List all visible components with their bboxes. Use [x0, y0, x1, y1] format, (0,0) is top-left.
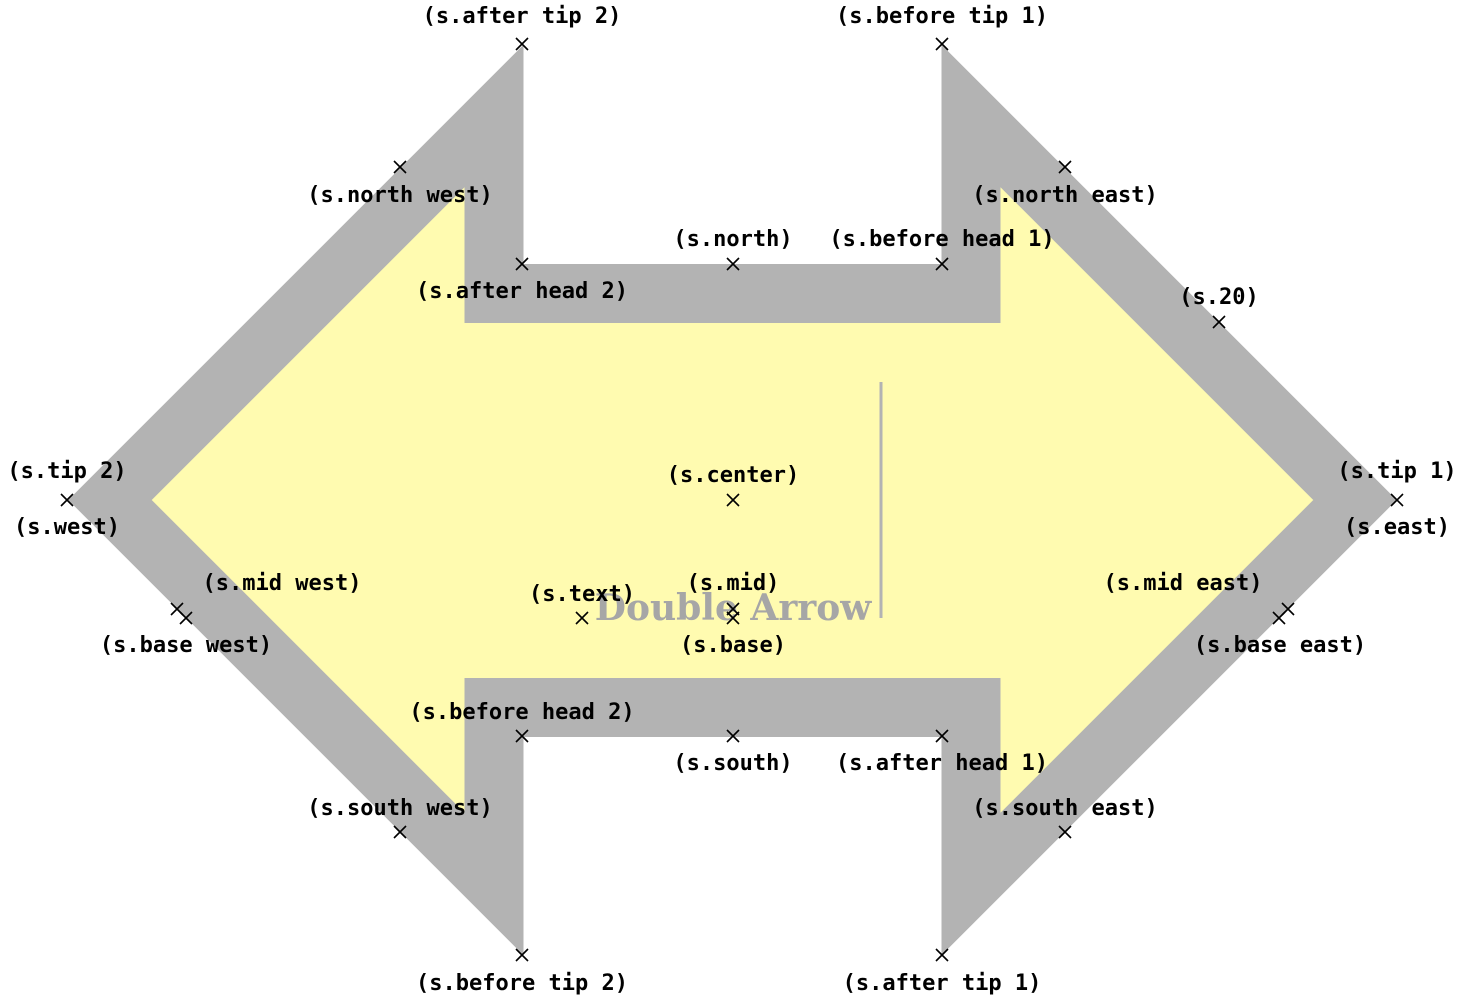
marker-before-head-2: [515, 729, 529, 743]
label-after-head-2: (s.after head 2): [416, 279, 628, 304]
label-before-tip-2: (s.before tip 2): [416, 971, 628, 996]
marker-after-tip-2: [515, 37, 529, 51]
label-east: (s.east): [1344, 515, 1450, 540]
label-north-west: (s.north west): [307, 183, 492, 208]
label-tip-2: (s.tip 2): [7, 459, 126, 484]
label-angle-20: (s.20): [1179, 285, 1258, 310]
label-mid-west: (s.mid west): [203, 571, 362, 596]
marker-after-head-1: [935, 729, 949, 743]
label-after-tip-1: (s.after tip 1): [843, 971, 1042, 996]
marker-south-east: [1058, 825, 1072, 839]
label-south: (s.south): [673, 751, 792, 776]
label-before-tip-1: (s.before tip 1): [836, 4, 1048, 29]
marker-after-tip-1: [935, 948, 949, 962]
marker-before-head-1: [935, 257, 949, 271]
label-base-east: (s.base east): [1194, 633, 1366, 658]
label-tip-1: (s.tip 1): [1337, 459, 1456, 484]
label-mid: (s.mid): [687, 571, 780, 596]
label-north: (s.north): [673, 227, 792, 252]
marker-south-west: [393, 825, 407, 839]
anchor-labels: (s.after tip 2) (s.before tip 1) (s.nort…: [7, 4, 1456, 996]
marker-angle-20: [1212, 315, 1226, 329]
marker-north-east: [1058, 160, 1072, 174]
marker-tip-2: [60, 493, 74, 507]
label-before-head-1: (s.before head 1): [829, 227, 1054, 252]
anchor-markers: [60, 37, 1404, 962]
label-before-head-2: (s.before head 2): [409, 700, 634, 725]
marker-center: [726, 493, 740, 507]
label-after-tip-2: (s.after tip 2): [423, 4, 622, 29]
marker-base-west: [179, 611, 193, 625]
marker-base: [726, 611, 740, 625]
label-west: (s.west): [14, 515, 120, 540]
label-base-west: (s.base west): [100, 633, 272, 658]
label-text: (s.text): [529, 582, 635, 607]
label-south-west: (s.south west): [307, 796, 492, 821]
label-south-east: (s.south east): [972, 796, 1157, 821]
marker-north-west: [393, 160, 407, 174]
marker-before-tip-2: [515, 948, 529, 962]
label-north-east: (s.north east): [972, 183, 1157, 208]
marker-before-tip-1: [935, 37, 949, 51]
marker-base-east: [1272, 611, 1286, 625]
marker-north: [726, 257, 740, 271]
marker-tip-1: [1390, 493, 1404, 507]
marker-text: [575, 611, 589, 625]
label-mid-east: (s.mid east): [1104, 571, 1263, 596]
label-center: (s.center): [667, 463, 799, 488]
label-after-head-1: (s.after head 1): [836, 751, 1048, 776]
label-base: (s.base): [680, 633, 786, 658]
marker-after-head-2: [515, 257, 529, 271]
marker-south: [726, 729, 740, 743]
